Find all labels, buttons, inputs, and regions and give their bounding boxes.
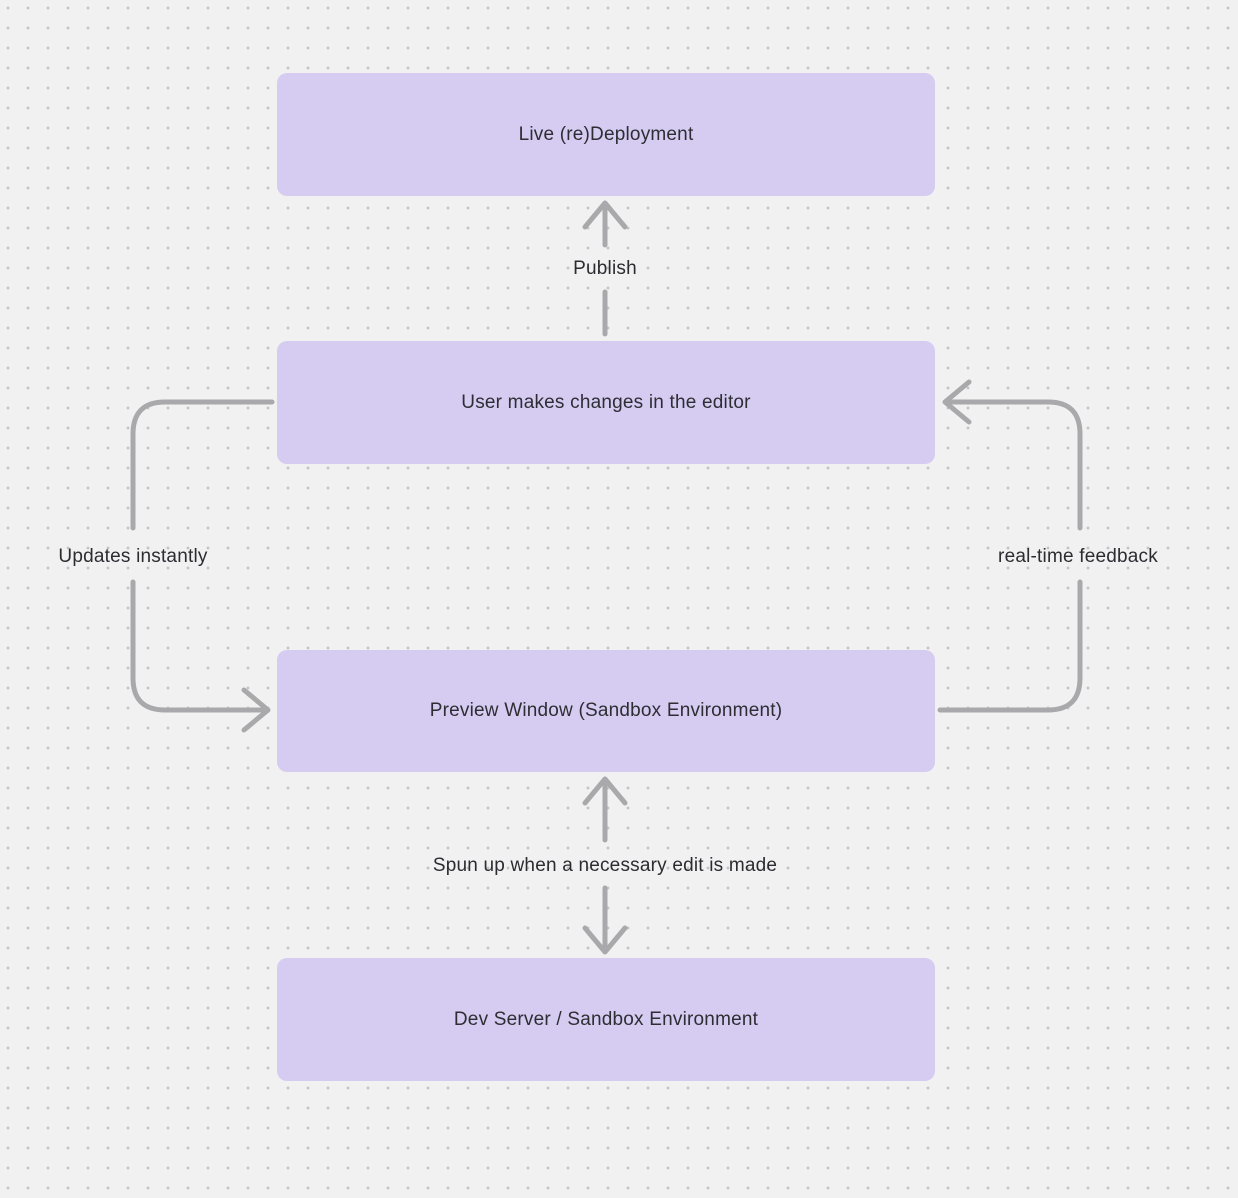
edge-label-spun-up: Spun up when a necessary edit is made (432, 855, 778, 876)
node-live-redeployment-label: Live (re)Deployment (518, 123, 694, 145)
feedback-arrow-upper-segment (942, 379, 1083, 531)
updates-arrow-lower-segment (130, 579, 271, 733)
edge-label-updates-instantly: Updates instantly (58, 546, 208, 567)
edge-label-publish: Publish (573, 258, 637, 279)
spunup-arrow-up (582, 776, 628, 843)
updates-arrow-upper-segment (130, 399, 275, 531)
node-dev-server[interactable]: Dev Server / Sandbox Environment (277, 958, 935, 1081)
publish-arrow-upper-segment (582, 200, 628, 248)
spunup-arrow-down (582, 885, 628, 955)
node-live-redeployment[interactable]: Live (re)Deployment (277, 73, 935, 196)
node-user-makes-changes[interactable]: User makes changes in the editor (277, 341, 935, 464)
node-user-makes-changes-label: User makes changes in the editor (461, 391, 751, 413)
node-dev-server-label: Dev Server / Sandbox Environment (453, 1008, 759, 1030)
feedback-arrow-lower-segment (937, 579, 1083, 713)
node-preview-window-label: Preview Window (Sandbox Environment) (429, 700, 783, 721)
edge-label-real-time-feedback: real-time feedback (998, 546, 1158, 567)
node-preview-window[interactable]: Preview Window (Sandbox Environment) (277, 650, 935, 772)
